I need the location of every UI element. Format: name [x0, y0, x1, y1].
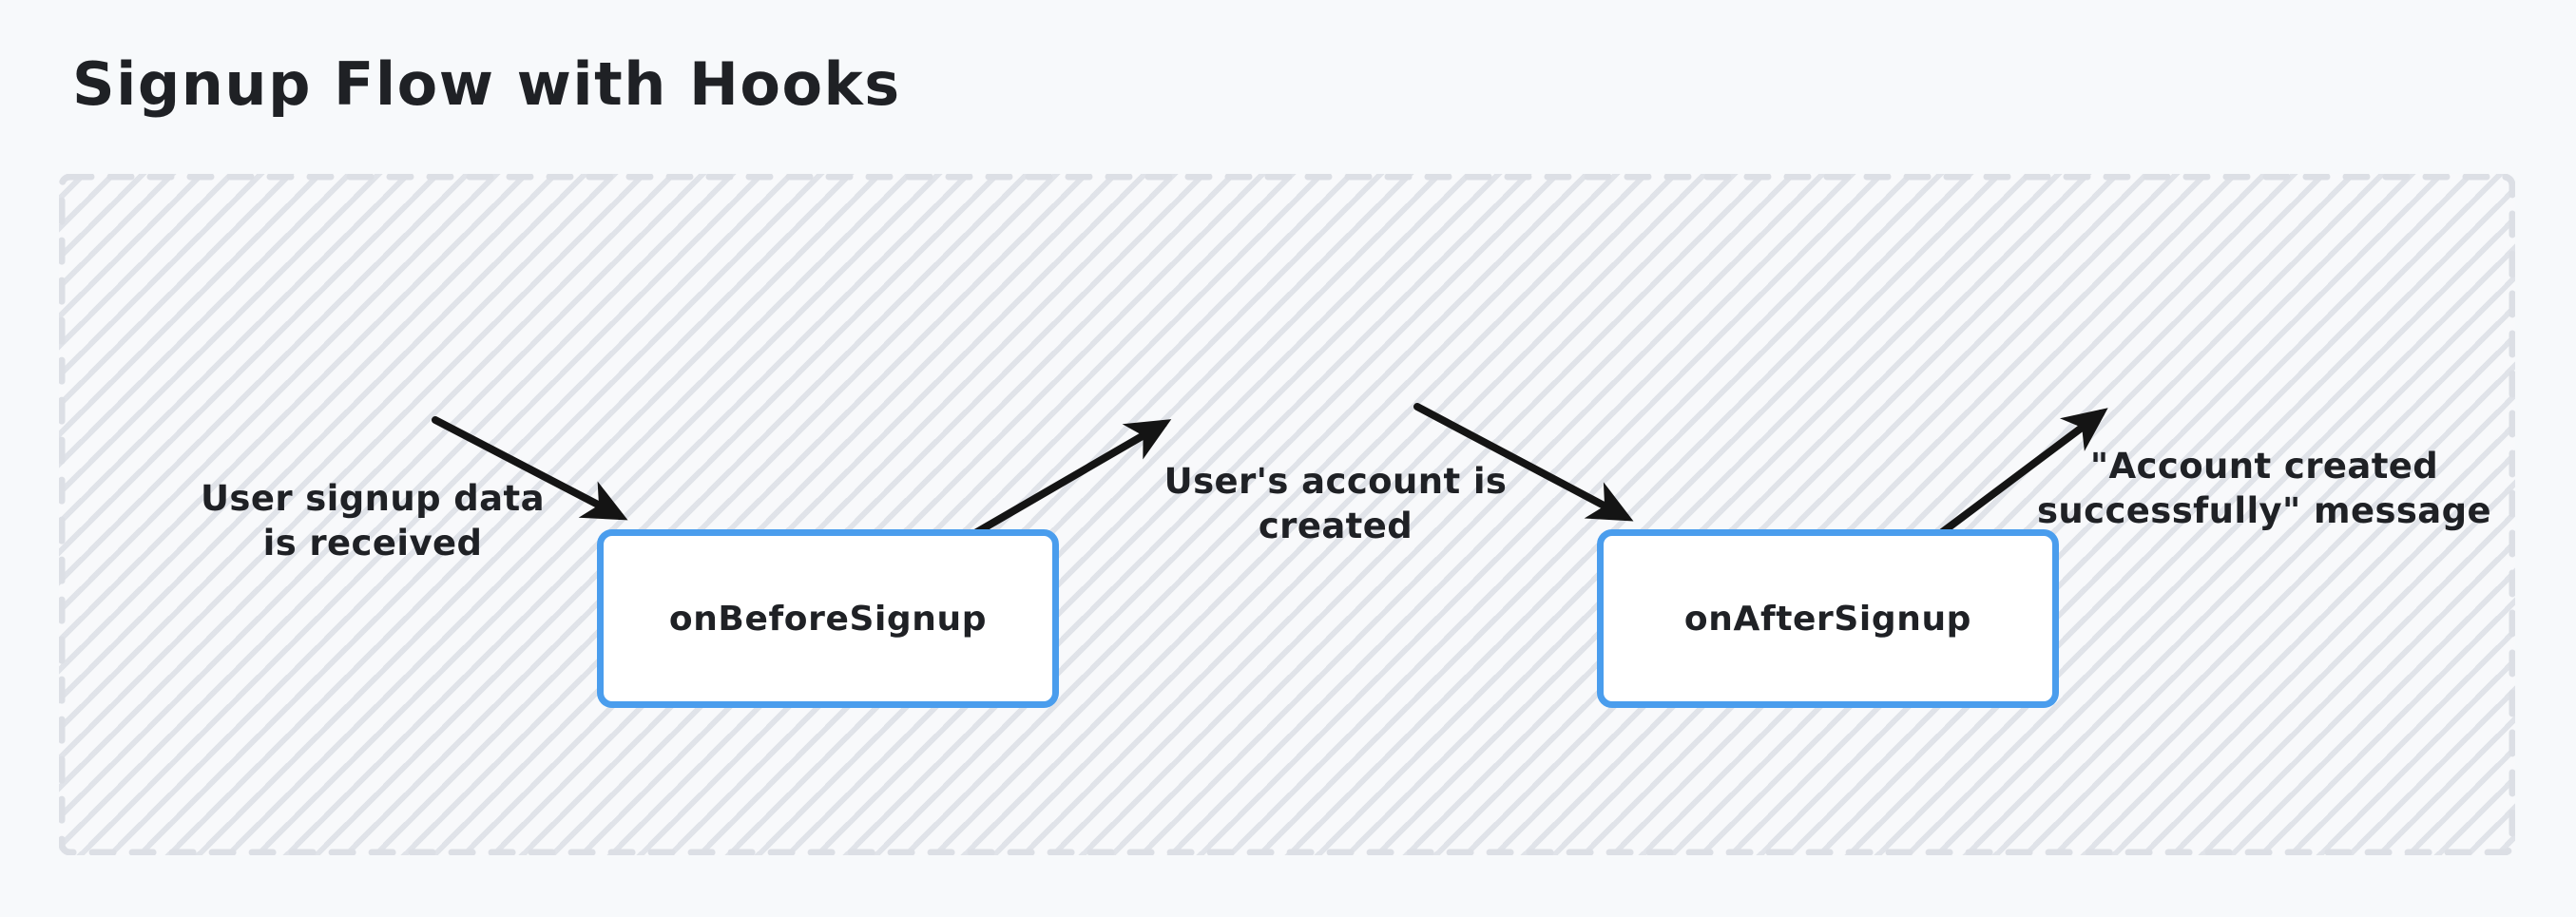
flow-canvas: User signup data is received User's acco… — [59, 174, 2515, 855]
edge-label-success-message: "Account created successfully" message — [2036, 446, 2492, 532]
node-onbeforesignup-label: onBeforeSignup — [668, 599, 988, 639]
node-onaftersignup-label: onAfterSignup — [1683, 599, 1972, 639]
node-onbeforesignup[interactable]: onBeforeSignup — [597, 529, 1059, 708]
node-onaftersignup[interactable]: onAfterSignup — [1597, 529, 2059, 708]
page-title: Signup Flow with Hooks — [72, 49, 901, 119]
edge-label-signup-data: User signup data is received — [200, 478, 546, 564]
edge-label-account-created: User's account is created — [1163, 461, 1508, 547]
